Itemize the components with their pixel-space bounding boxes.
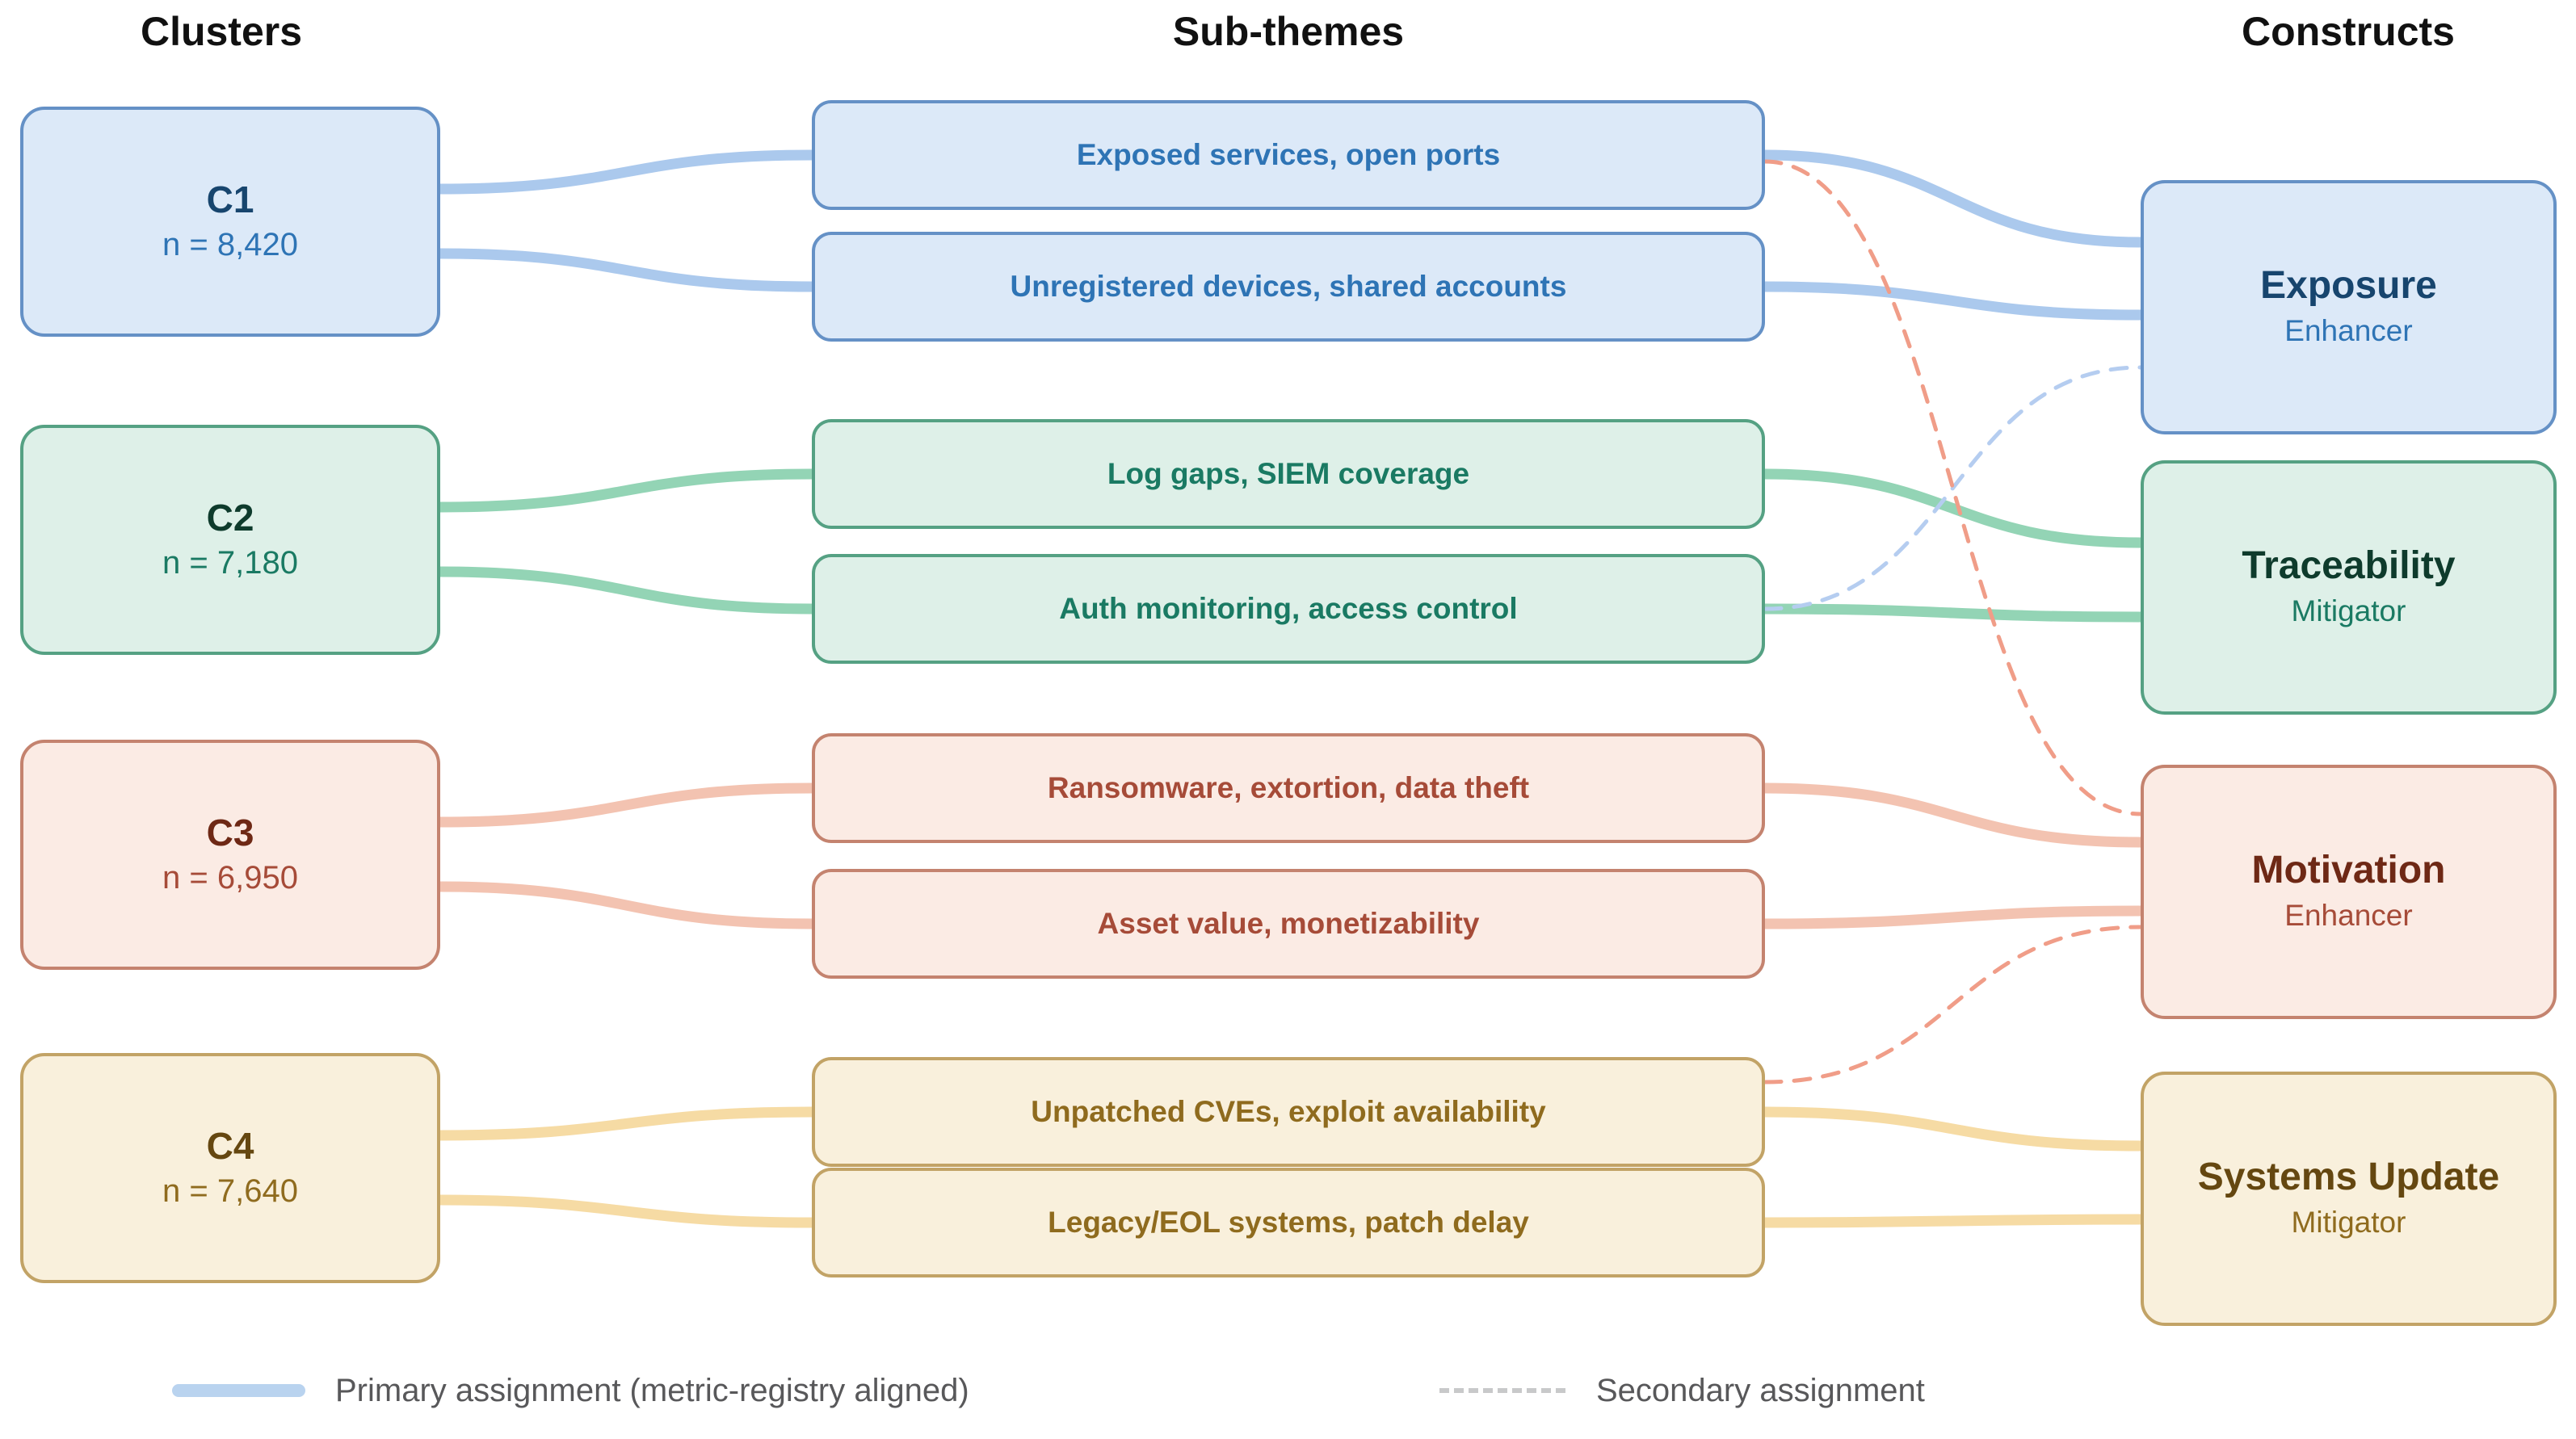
link-primary-st4-k2 [1759, 603, 2146, 623]
construct-subtitle: Enhancer [2284, 314, 2413, 348]
column-header-clusters: Clusters [140, 9, 303, 54]
subtheme-box-st1: Exposed services, open ports [812, 100, 1765, 210]
link-primary-c3-st6 [435, 881, 817, 929]
link-primary-st1-k1 [1759, 149, 2146, 248]
link-primary-c4-st7 [435, 1106, 817, 1141]
link-primary-st8-k4 [1759, 1214, 2146, 1228]
column-header-subthemes: Sub-themes [1172, 9, 1405, 54]
legend-secondary-line-swatch [1439, 1388, 1565, 1393]
link-secondary-st4-k1 [1763, 365, 2143, 611]
subtheme-box-st7: Unpatched CVEs, exploit availability [812, 1057, 1765, 1167]
link-secondary-st1-k3 [1763, 159, 2143, 816]
subtheme-box-st4: Auth monitoring, access control [812, 554, 1765, 664]
construct-title: Motivation [2251, 849, 2446, 892]
cluster-label: C3 [206, 812, 254, 854]
link-primary-c4-st8 [435, 1194, 817, 1228]
cluster-size: n = 8,420 [162, 226, 298, 262]
construct-title: Traceability [2242, 544, 2456, 588]
cluster-box-c3: C3 n = 6,950 [20, 739, 440, 970]
link-primary-c1-st2 [435, 248, 817, 292]
construct-subtitle: Mitigator [2291, 1206, 2406, 1240]
column-header-constructs: Constructs [2242, 9, 2455, 54]
link-primary-st5-k3 [1759, 782, 2146, 848]
link-primary-st7-k4 [1759, 1106, 2146, 1152]
subtheme-box-st5: Ransomware, extortion, data theft [812, 733, 1765, 843]
subtheme-label: Auth monitoring, access control [1059, 592, 1518, 625]
legend-primary-line-swatch [172, 1384, 305, 1397]
legend-secondary-label: Secondary assignment [1596, 1373, 1925, 1408]
cluster-size: n = 7,180 [162, 544, 298, 581]
cluster-box-c2: C2 n = 7,180 [20, 424, 440, 655]
construct-subtitle: Enhancer [2284, 899, 2413, 933]
link-primary-c3-st5 [435, 782, 817, 828]
link-primary-c1-st1 [435, 149, 817, 195]
cluster-label: C1 [206, 178, 254, 221]
subtheme-label: Unregistered devices, shared accounts [1010, 270, 1567, 303]
subtheme-box-st6: Asset value, monetizability [812, 869, 1765, 979]
subtheme-label: Ransomware, extortion, data theft [1047, 771, 1530, 804]
link-primary-st3-k2 [1759, 468, 2146, 548]
link-primary-st6-k3 [1759, 905, 2146, 929]
cluster-size: n = 6,950 [162, 859, 298, 896]
subtheme-label: Exposed services, open ports [1076, 138, 1501, 171]
cluster-box-c1: C1 n = 8,420 [20, 106, 440, 337]
subtheme-label: Log gaps, SIEM coverage [1107, 457, 1470, 490]
construct-title: Exposure [2260, 264, 2437, 308]
subtheme-label: Unpatched CVEs, exploit availability [1031, 1095, 1546, 1128]
link-primary-st2-k1 [1759, 281, 2146, 321]
link-secondary-st7-k3 [1763, 925, 2143, 1084]
subtheme-box-st8: Legacy/EOL systems, patch delay [812, 1168, 1765, 1277]
subtheme-box-st2: Unregistered devices, shared accounts [812, 232, 1765, 342]
cluster-label: C2 [206, 497, 254, 539]
subtheme-label: Asset value, monetizability [1097, 907, 1480, 940]
legend-primary-label: Primary assignment (metric-registry alig… [335, 1373, 969, 1408]
link-primary-c2-st4 [435, 566, 817, 615]
link-primary-c2-st3 [435, 468, 817, 513]
subtheme-label: Legacy/EOL systems, patch delay [1048, 1206, 1529, 1239]
cluster-label: C4 [206, 1125, 254, 1168]
cluster-box-c4: C4 n = 7,640 [20, 1052, 440, 1283]
cluster-size: n = 7,640 [162, 1173, 298, 1209]
construct-title: Systems Update [2197, 1156, 2500, 1199]
subtheme-box-st3: Log gaps, SIEM coverage [812, 419, 1765, 529]
construct-subtitle: Mitigator [2291, 594, 2406, 628]
